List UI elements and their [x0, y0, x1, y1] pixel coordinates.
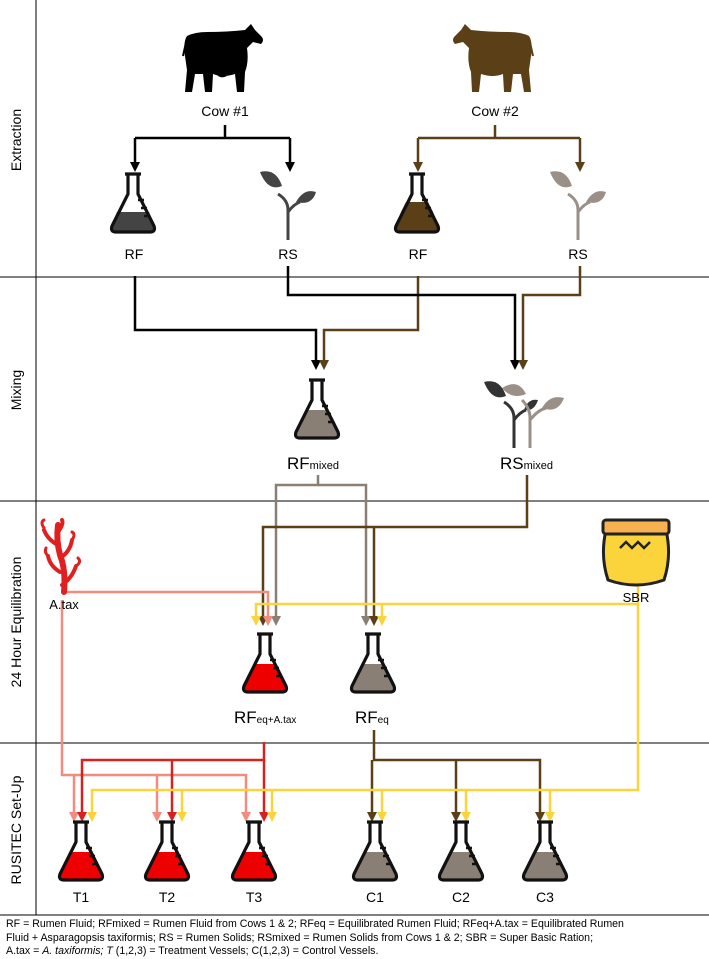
rfeq-atax-sub: eq+A.tax [257, 715, 297, 726]
vessel-c1-flask-icon [351, 820, 399, 882]
rs-mixed-main: RS [500, 454, 524, 473]
rs-cow2-label: RS [568, 246, 587, 262]
vessel-t1-label: T1 [73, 889, 90, 905]
vessel-c3-label: C3 [536, 889, 554, 905]
vessel-c2-flask-icon [437, 820, 485, 882]
connectors-mixing [133, 266, 582, 370]
rf-cow1-label: RF [125, 246, 144, 262]
caption-line-3-a: A.tax = [6, 945, 43, 958]
rf-cow2-label: RF [409, 246, 428, 262]
rf-cow1-flask-icon [109, 172, 157, 234]
connectors-rusitec [60, 600, 640, 822]
rfeq-atax-flask-icon [241, 632, 289, 694]
rs-cow1-plant-icon [260, 171, 316, 240]
cow-1-label: Cow #1 [201, 103, 249, 119]
caption-line-3-c: (1,2,3) = Treatment Vessels; C(1,2,3) = … [112, 945, 379, 958]
caption: RF = Rumen Fluid; RFmixed = Rumen Fluid … [6, 918, 706, 959]
connectors-equilibration [62, 475, 640, 626]
caption-line-3-b: A. taxiformis; T [42, 945, 113, 958]
rfeq-main: RF [355, 708, 378, 727]
rf-mixed-main: RF [287, 454, 310, 473]
rfeq-label: RFeq [355, 708, 389, 727]
rs-mixed-sub: mixed [524, 460, 553, 472]
rfeq-atax-label: RFeq+A.tax [234, 708, 296, 727]
cow-2-label: Cow #2 [471, 103, 519, 119]
rfeq-sub: eq [378, 715, 389, 726]
atax-seaweed-icon [40, 518, 82, 595]
caption-line-3: A.tax = A. taxiformis; T (1,2,3) = Treat… [6, 945, 706, 959]
section-label-rusitec: RUSITEC Set-Up [8, 775, 24, 884]
frame [0, 0, 709, 916]
vessel-t3-flask-icon [230, 820, 278, 882]
vessel-t1-flask-icon [57, 820, 105, 882]
section-label-extraction: Extraction [8, 109, 24, 171]
rs-mixed-plant-icon [484, 381, 564, 448]
rfeq-atax-main: RF [234, 708, 257, 727]
vessel-t2-flask-icon [143, 820, 191, 882]
rf-mixed-flask-icon [293, 378, 341, 440]
sbr-bag-icon [601, 518, 671, 587]
rf-mixed-sub: mixed [310, 460, 339, 472]
rs-cow1-label: RS [278, 246, 297, 262]
vessel-t2-label: T2 [159, 889, 176, 905]
rfeq-flask-icon [349, 632, 397, 694]
rf-cow2-flask-icon [393, 172, 441, 234]
cow-2-icon [453, 24, 534, 92]
section-label-mixing: Mixing [8, 370, 24, 410]
caption-line-2: Fluid + Asparagopsis taxiformis; RS = Ru… [6, 931, 594, 944]
vessel-c1-label: C1 [366, 889, 384, 905]
connectors-cow2 [413, 125, 585, 172]
cow-1-icon [182, 24, 263, 92]
connectors-cow1 [130, 125, 295, 172]
vessel-c2-label: C2 [452, 889, 470, 905]
rs-mixed-label: RSmixed [500, 454, 553, 473]
rs-cow2-plant-icon [550, 171, 606, 240]
atax-label: A.tax [49, 597, 79, 612]
vessel-c3-flask-icon [521, 820, 569, 882]
sbr-label: SBR [623, 590, 650, 605]
rf-mixed-label: RFmixed [287, 454, 339, 473]
vessel-t3-label: T3 [246, 889, 263, 905]
caption-line-1: RF = Rumen Fluid; RFmixed = Rumen Fluid … [6, 918, 624, 930]
section-label-equilibration: 24 Hour Equilibration [8, 557, 24, 688]
